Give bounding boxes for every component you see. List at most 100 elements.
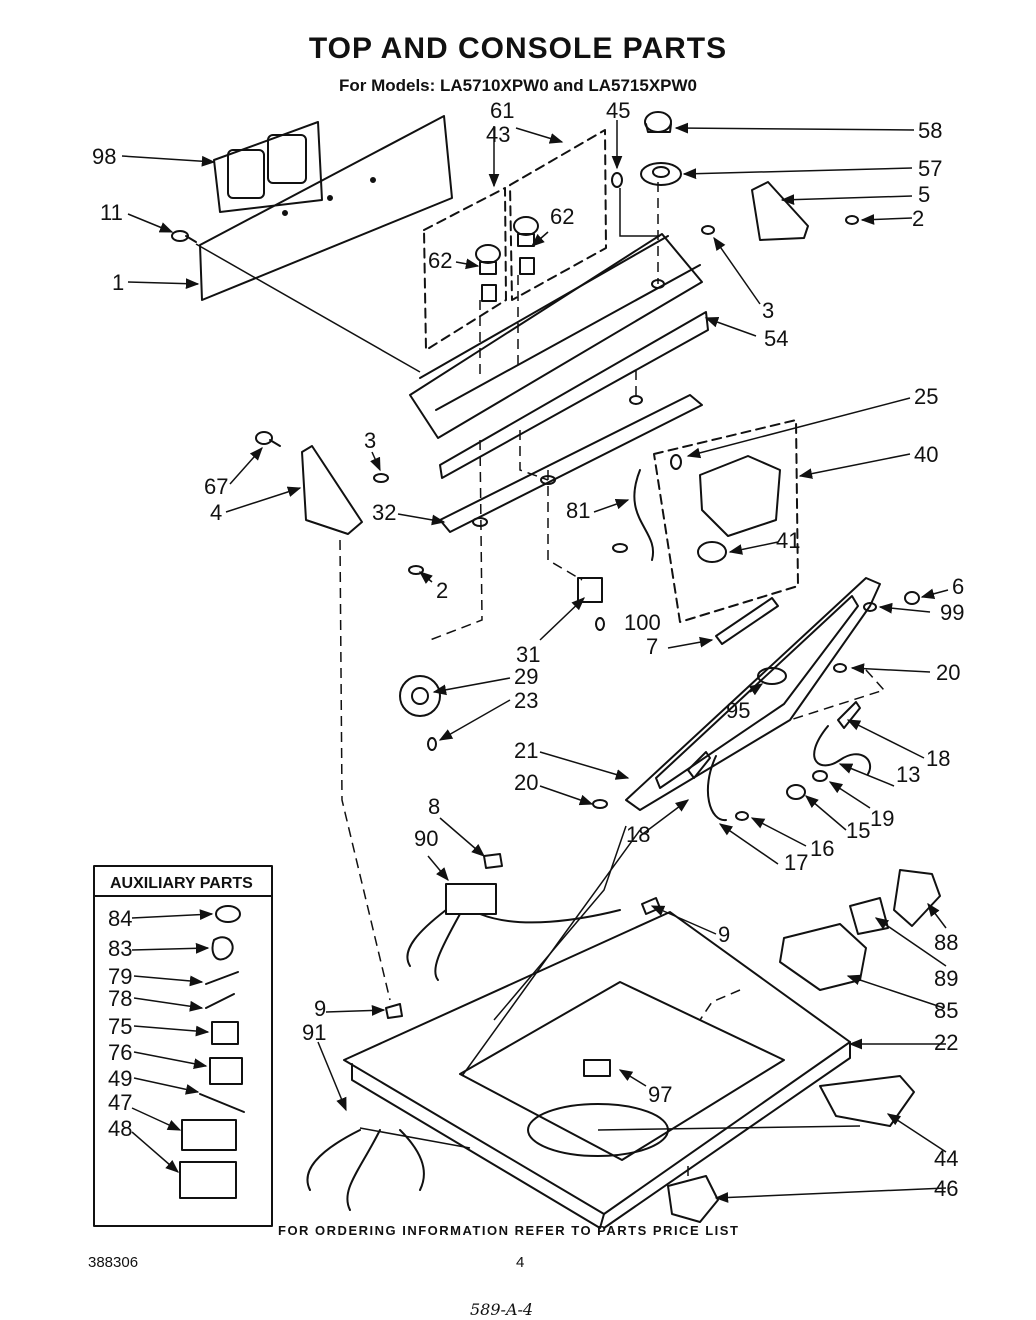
lid-switch-89 (849, 897, 889, 935)
svg-text:22: 22 (934, 1030, 958, 1055)
svg-text:2: 2 (912, 206, 924, 231)
screw-100 (612, 543, 628, 553)
knob-62-right (513, 216, 539, 275)
motor-29 (399, 675, 441, 717)
svg-text:89: 89 (934, 966, 958, 991)
svg-text:78: 78 (108, 986, 132, 1011)
svg-text:25: 25 (914, 384, 938, 409)
svg-text:98: 98 (92, 144, 116, 169)
svg-text:18: 18 (626, 822, 650, 847)
svg-text:18: 18 (926, 746, 950, 771)
screw-45 (611, 172, 623, 188)
harness-90 (406, 909, 621, 981)
svg-text:90: 90 (414, 826, 438, 851)
aux-part-49 (199, 1093, 245, 1113)
aux-part-48 (179, 1161, 237, 1199)
svg-text:2: 2 (436, 578, 448, 603)
screw-23 (595, 617, 605, 631)
lid-latch-95 (757, 667, 787, 685)
clip-31 (577, 577, 603, 603)
console-bracket-32 (439, 394, 703, 533)
svg-text:11: 11 (100, 200, 123, 225)
aux-part-79 (205, 971, 239, 985)
hinge-18-left (687, 751, 711, 779)
rear-panel-1 (199, 115, 453, 301)
screw-16 (735, 811, 749, 821)
svg-text:19: 19 (870, 806, 894, 831)
auxiliary-parts-title: AUXILIARY PARTS (110, 875, 253, 892)
timer-knob-58 (644, 111, 672, 133)
screw-99 (863, 602, 877, 612)
aux-part-78 (205, 993, 235, 1009)
svg-text:61: 61 (490, 98, 514, 123)
timer-skirt-57 (640, 162, 682, 186)
svg-text:7: 7 (646, 634, 658, 659)
svg-text:5: 5 (918, 182, 930, 207)
svg-text:100: 100 (624, 610, 661, 635)
svg-text:76: 76 (108, 1040, 132, 1065)
knob-62-left (475, 244, 501, 302)
lid-frame-21 (625, 577, 881, 811)
svg-text:8: 8 (428, 794, 440, 819)
svg-text:83: 83 (108, 936, 132, 961)
svg-text:9: 9 (314, 996, 326, 1021)
clip-8 (483, 853, 503, 869)
svg-text:62: 62 (550, 204, 574, 229)
svg-text:4: 4 (210, 500, 222, 525)
svg-text:95: 95 (726, 698, 750, 723)
auxiliary-parts-box (93, 865, 273, 1227)
svg-text:84: 84 (108, 906, 132, 931)
aux-part-84 (215, 905, 241, 923)
svg-text:97: 97 (648, 1082, 672, 1107)
screw-3-top (701, 225, 715, 235)
svg-text:85: 85 (934, 998, 958, 1023)
console-backing-plate-98 (213, 121, 323, 213)
aux-part-83 (211, 936, 234, 961)
svg-text:21: 21 (514, 738, 538, 763)
svg-text:48: 48 (108, 1116, 132, 1141)
svg-text:54: 54 (764, 326, 788, 351)
ordering-footer: FOR ORDERING INFORMATION REFER TO PARTS … (278, 1223, 740, 1238)
wire-13 (813, 725, 871, 775)
dashed-box-40 (653, 419, 799, 623)
screw-2-mid (408, 565, 424, 575)
bumper-6 (904, 591, 920, 605)
svg-text:45: 45 (606, 98, 630, 123)
screw-2-top (845, 215, 859, 225)
console-housing-54 (409, 233, 709, 479)
lid-window-7 (715, 597, 779, 645)
svg-text:15: 15 (846, 818, 870, 843)
screw-3-mid (373, 473, 389, 483)
svg-text:88: 88 (934, 930, 958, 955)
clip-9-left (385, 1003, 403, 1019)
svg-text:13: 13 (896, 762, 920, 787)
dispenser-44 (819, 1075, 915, 1127)
screw-20-right (833, 663, 847, 673)
bumper-15 (786, 784, 806, 800)
svg-text:67: 67 (204, 474, 228, 499)
document-number: 388306 (88, 1254, 139, 1271)
svg-text:99: 99 (940, 600, 964, 625)
svg-text:20: 20 (514, 770, 538, 795)
screw-25 (670, 454, 682, 470)
dispenser-cap-46 (667, 1175, 719, 1223)
switch-housing-85 (779, 923, 867, 991)
bumper-19 (812, 770, 828, 782)
svg-text:9: 9 (718, 922, 730, 947)
svg-text:43: 43 (486, 122, 510, 147)
svg-text:75: 75 (108, 1014, 132, 1039)
top-cabinet-22 (343, 911, 851, 1229)
svg-text:58: 58 (918, 118, 942, 143)
svg-text:32: 32 (372, 500, 396, 525)
svg-text:31: 31 (516, 642, 540, 667)
dashed-box-43 (423, 187, 507, 351)
svg-text:62: 62 (428, 248, 452, 273)
svg-text:23: 23 (514, 688, 538, 713)
clip-9-right (641, 897, 661, 915)
svg-text:79: 79 (108, 964, 132, 989)
switch-40 (699, 455, 781, 537)
handwritten-note: 589-A-4 (470, 1300, 534, 1319)
connector-97 (583, 1059, 611, 1077)
svg-text:3: 3 (762, 298, 774, 323)
